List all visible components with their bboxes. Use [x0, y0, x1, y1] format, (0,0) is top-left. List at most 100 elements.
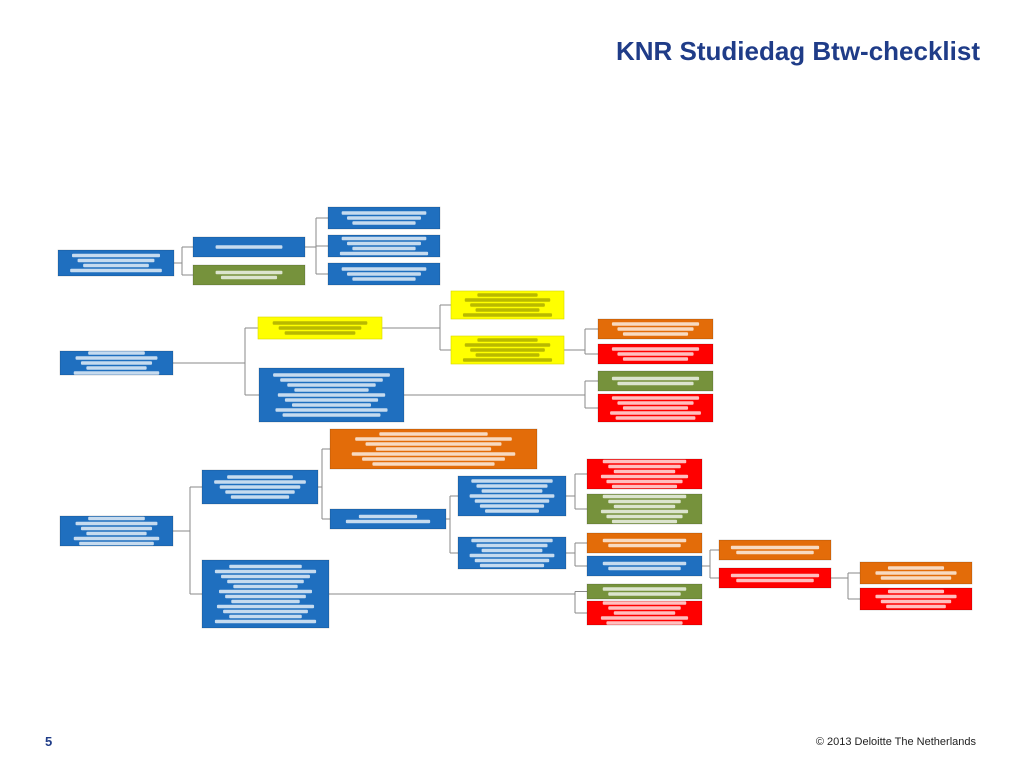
flowchart-box-text-row — [219, 485, 301, 489]
flowchart-box-text-row — [292, 403, 371, 407]
flowchart-box-q3-nee-green — [586, 583, 703, 600]
flowchart-box-text-row — [277, 393, 386, 397]
flowchart-box-text-row — [479, 504, 545, 508]
flowchart-box-text-row — [606, 621, 683, 625]
flowchart-box-text-row — [608, 499, 681, 504]
flowchart-box-q2-nee-nee — [597, 393, 714, 423]
flowchart-box-q2-nee — [258, 367, 405, 423]
flowchart-box-text-row — [227, 475, 293, 479]
slide-title: KNR Studiedag Btw-checklist — [615, 36, 980, 66]
flowchart-box-q3-nee — [201, 559, 330, 629]
flowchart-box-text-row — [602, 561, 687, 566]
flowchart-box-text-row — [225, 490, 295, 494]
flowchart-box-text-row — [372, 462, 495, 466]
flowchart-box-text-row — [608, 606, 681, 610]
flowchart-box-q2-y2-ja — [597, 318, 714, 340]
flowchart-box-q3 — [59, 515, 174, 547]
flowchart-box-text-row — [613, 469, 676, 474]
flowchart-box-text-row — [88, 516, 145, 521]
flowchart-box-text-row — [272, 321, 368, 325]
flowchart-box-text-row — [615, 416, 696, 420]
flowchart-box-text-row — [280, 378, 383, 382]
flowchart-box-text-row — [282, 413, 381, 417]
flowchart-box-q1-ja-c — [327, 262, 441, 286]
flowchart-box-text-row — [80, 526, 153, 531]
flowchart-box-shape — [718, 567, 832, 589]
flowchart-box-text-row — [880, 576, 952, 580]
flowchart-box-text-row — [887, 566, 945, 570]
flowchart-box-text-row — [470, 348, 545, 352]
copyright-notice: © 2013 Deloitte The Netherlands — [815, 736, 976, 748]
flowchart-box-text-row — [351, 452, 516, 456]
flowchart-box-text-row — [347, 241, 421, 246]
flowchart-box-text-row — [602, 538, 687, 543]
flowchart-box-text-row — [214, 569, 317, 574]
flowchart-box-text-row — [275, 408, 388, 412]
flowchart-box-text-row — [358, 514, 418, 519]
flowchart-box-text-row — [475, 308, 540, 312]
flowchart-box-q1 — [57, 249, 175, 277]
flowchart-box-q3-b-orange — [586, 532, 703, 554]
flowchart-box-text-row — [362, 457, 505, 461]
flowchart-box-text-row — [613, 611, 676, 615]
flowchart-box-text-row — [214, 619, 317, 624]
flowchart-box-text-row — [608, 464, 681, 469]
flowchart-box-text-row — [352, 277, 416, 281]
flowchart-box-text-row — [613, 504, 676, 509]
flowchart-box-q3-b-sub-orange — [718, 539, 832, 561]
flowchart-box-shape — [457, 536, 567, 570]
flowchart-box-text-row — [600, 474, 689, 479]
flowchart-box-q3-b-sub-red — [718, 567, 832, 589]
flowchart-box-text-row — [617, 381, 694, 386]
flowchart-box-text-row — [875, 571, 957, 575]
flowchart-box-text-row — [75, 521, 158, 526]
flowchart-box-text-row — [86, 531, 147, 536]
flowchart-box-shape — [59, 515, 174, 547]
flowchart-box-text-row — [284, 331, 356, 335]
flowchart-box-text-row — [352, 246, 416, 251]
flowchart-box-text-row — [736, 578, 814, 583]
flowchart-box-text-row — [611, 376, 700, 381]
flowchart-box-text-row — [602, 494, 687, 499]
flowchart-box-text-row — [273, 373, 390, 377]
flowchart-connectors — [173, 217, 860, 614]
flowchart-box-q2-y1 — [450, 290, 565, 320]
flowchart-box-text-row — [462, 313, 553, 317]
flowchart-box-text-row — [88, 351, 145, 355]
flowchart-box-text-row — [347, 272, 421, 276]
flowchart-box-text-row — [469, 553, 555, 558]
flowchart-box-text-row — [278, 326, 362, 330]
flowchart-box-text-row — [233, 584, 298, 589]
flowchart-box-text-row — [479, 563, 545, 568]
flowchart-box-text-row — [341, 267, 427, 271]
flowchart-box-text-row — [886, 604, 946, 609]
flowchart-box-text-row — [225, 594, 306, 599]
flowchart-box-text-row — [355, 437, 512, 441]
flowchart-box-text-row — [602, 459, 687, 464]
flowchart-box-text-row — [72, 253, 160, 258]
flowchart-box-text-row — [341, 211, 427, 215]
flowchart-box-q2-y2 — [450, 335, 565, 365]
flowchart-box-text-row — [352, 221, 416, 225]
flowchart-box-text-row — [223, 609, 308, 614]
flowchart-box-text-row — [379, 432, 488, 436]
flowchart-box-q3-nee-red — [586, 600, 703, 626]
flowchart-box-q3-b-sub — [586, 555, 703, 577]
flowchart-box-shape — [327, 234, 441, 258]
flowchart-box-text-row — [476, 484, 548, 488]
flowchart-box-text-row — [622, 406, 689, 410]
flowchart-box-text-row — [215, 270, 283, 275]
flowchart-box-text-row — [476, 543, 548, 548]
flowchart-box-shape — [192, 264, 306, 286]
flowchart-box-text-row — [474, 499, 550, 503]
flowchart-box-shape — [859, 587, 973, 611]
flowchart-box-q2-nee-ja — [597, 370, 714, 392]
flowchart-box-text-row — [287, 383, 376, 387]
flowchart-box-text-row — [214, 480, 306, 484]
flowchart-box-text-row — [80, 361, 153, 365]
flowchart-box-text-row — [86, 366, 147, 370]
flowchart-box-text-row — [83, 263, 149, 268]
flowchart-box-text-row — [617, 401, 694, 405]
flowchart-box-q2 — [59, 350, 174, 376]
flowchart-box-text-row — [608, 543, 681, 548]
